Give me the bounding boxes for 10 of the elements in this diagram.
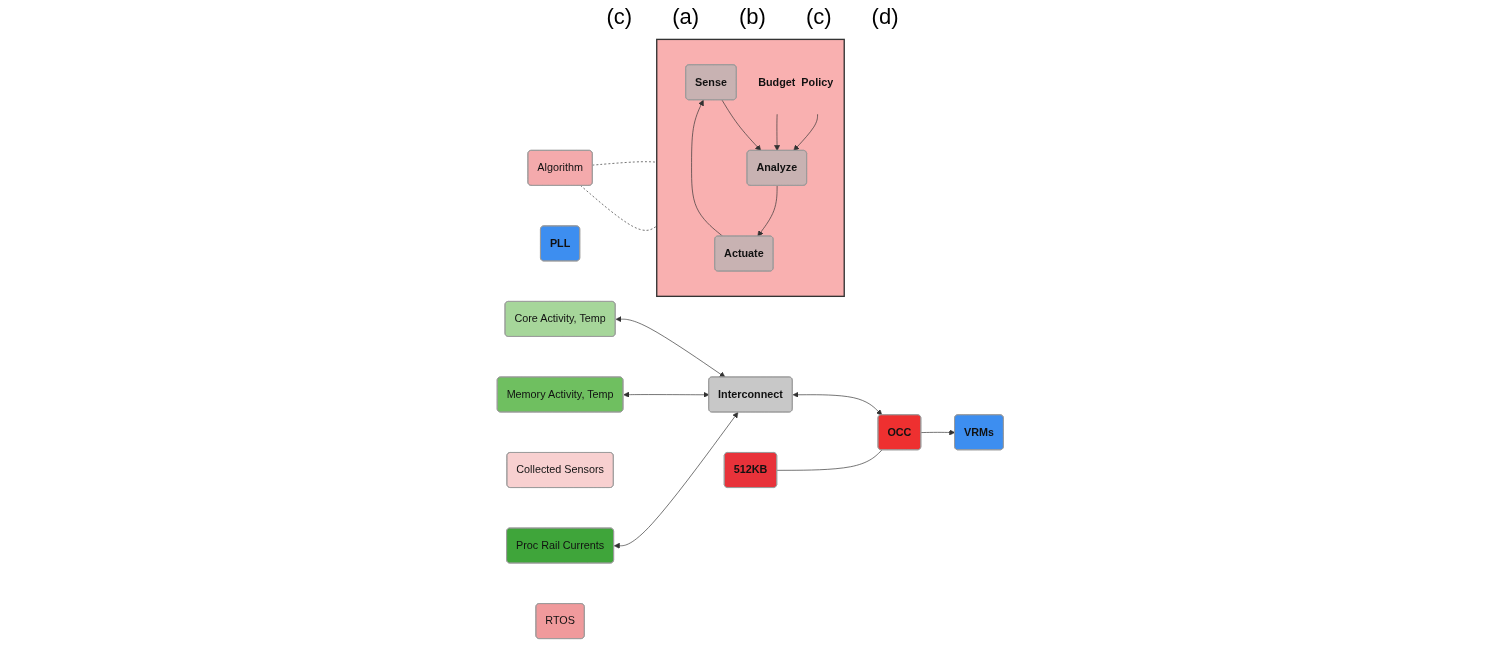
- connector: [591, 161, 657, 166]
- cluster: [655, 38, 845, 297]
- connector: [776, 449, 882, 471]
- panel-letter: (a): [672, 4, 700, 30]
- panel-letter: (c): [805, 4, 832, 30]
- panel-letter: (b): [739, 4, 766, 30]
- panel-letter: (d): [871, 4, 899, 30]
- panel-letter: (c): [606, 4, 633, 30]
- node-text: Budget: [757, 76, 796, 88]
- node-text: Policy: [801, 76, 833, 88]
